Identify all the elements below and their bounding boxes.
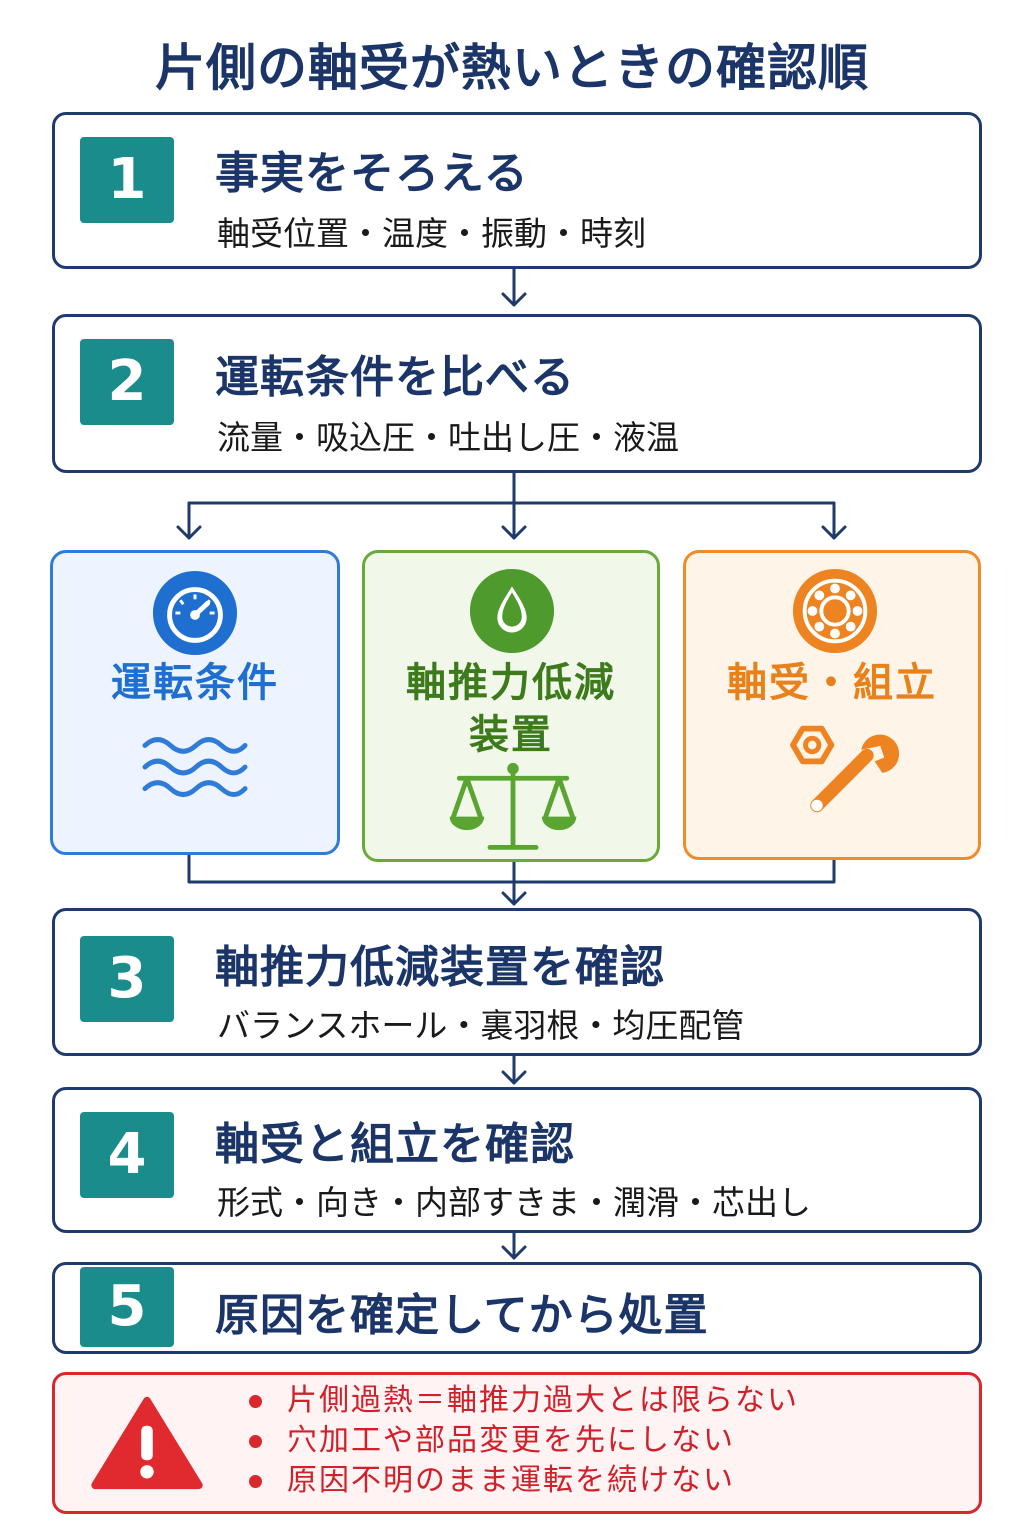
step-5-title: 原因を確定してから処置	[215, 1290, 709, 1341]
category-bearing-assembly: 軸受・組立	[683, 550, 981, 860]
gauge-icon	[152, 570, 238, 656]
waves-icon	[142, 737, 248, 797]
step-1-title: 事実をそろえる	[215, 148, 529, 199]
step-3-detail: バランスホール・裏羽根・均圧配管	[217, 1006, 745, 1045]
step-4-title: 軸受と組立を確認	[215, 1119, 575, 1170]
step-3-number: 3	[80, 936, 174, 1022]
category-label: 運転条件	[111, 660, 279, 706]
step-3-box: 3 軸推力低減装置を確認 バランスホール・裏羽根・均圧配管	[52, 908, 982, 1056]
step-2-box: 2 運転条件を比べる 流量・吸込圧・吐出し圧・液温	[52, 314, 982, 473]
warning-item: 原因不明のまま運転を続けない	[245, 1461, 799, 1501]
step-5-box: 5 原因を確定してから処置	[52, 1262, 982, 1354]
step-2-title: 運転条件を比べる	[215, 352, 575, 403]
step-2-number: 2	[80, 339, 174, 425]
category-operating-conditions: 運転条件	[50, 550, 340, 855]
step-5-number: 5	[80, 1267, 174, 1347]
step-1-detail: 軸受位置・温度・振動・時刻	[217, 214, 646, 253]
warning-list: 片側過熱＝軸推力過大とは限らない 穴加工や部品変更を先にしない 原因不明のまま運…	[245, 1381, 799, 1501]
step-2-detail: 流量・吸込圧・吐出し圧・液温	[217, 418, 679, 457]
step-1-number: 1	[80, 137, 174, 223]
bearing-icon	[792, 568, 878, 654]
category-thrust-reduction-device: 軸推力低減 装置	[362, 550, 660, 862]
warning-box: 片側過熱＝軸推力過大とは限らない 穴加工や部品変更を先にしない 原因不明のまま運…	[52, 1372, 982, 1514]
warning-item: 穴加工や部品変更を先にしない	[245, 1421, 799, 1461]
warning-item: 片側過熱＝軸推力過大とは限らない	[245, 1381, 799, 1421]
droplet-icon	[469, 568, 555, 654]
warning-triangle-icon	[91, 1396, 203, 1490]
step-3-title: 軸推力低減装置を確認	[215, 942, 665, 993]
balance-scale-icon	[449, 762, 577, 850]
category-label-line-1: 軸推力低減	[406, 660, 616, 706]
step-4-detail: 形式・向き・内部すきま・潤滑・芯出し	[217, 1183, 811, 1222]
step-4-box: 4 軸受と組立を確認 形式・向き・内部すきま・潤滑・芯出し	[52, 1087, 982, 1233]
wrench-nut-icon	[790, 725, 900, 813]
category-label: 軸受・組立	[727, 660, 937, 706]
page-title: 片側の軸受が熱いときの確認順	[155, 39, 869, 97]
category-label-line-2: 装置	[469, 712, 553, 758]
step-4-number: 4	[80, 1112, 174, 1198]
step-1-box: 1 事実をそろえる 軸受位置・温度・振動・時刻	[52, 112, 982, 269]
